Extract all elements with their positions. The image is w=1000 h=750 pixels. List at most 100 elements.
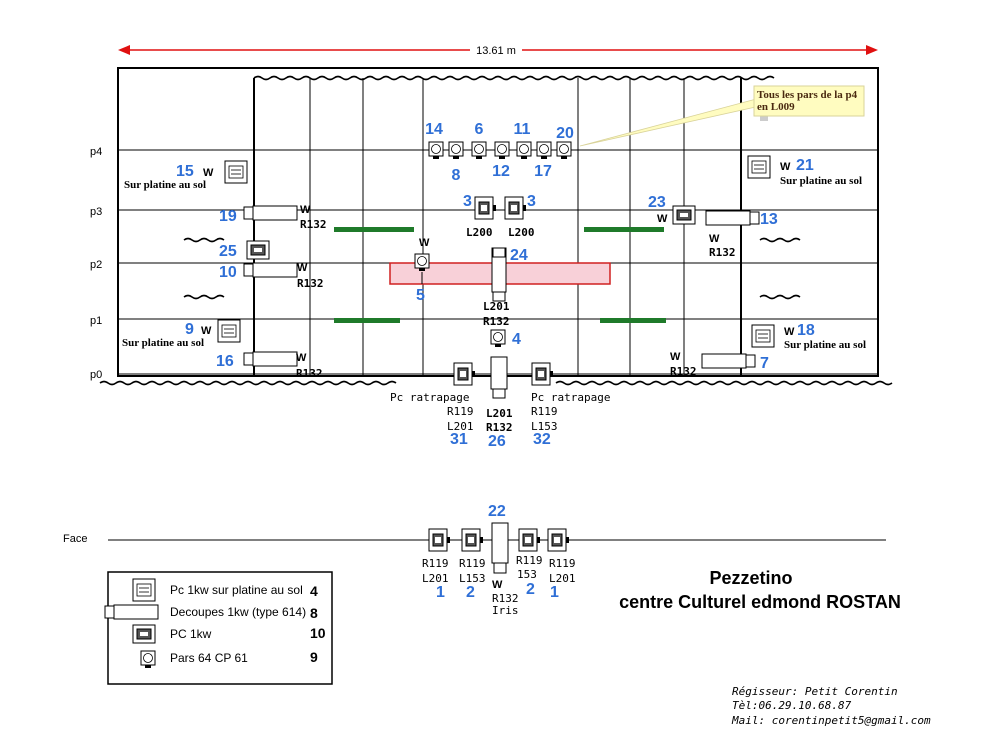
gel-label: R119 [447, 405, 474, 418]
platine-text: Sur platine au sol [122, 337, 204, 349]
decoupe-icon [243, 351, 298, 367]
w-label: W [492, 579, 503, 591]
fixture-number: 3 [463, 193, 472, 210]
fixture-3-right: 3 L200 [504, 193, 536, 239]
gel-label: R132 [670, 365, 697, 378]
gel-label: R119 [459, 557, 486, 570]
par-icon [490, 329, 506, 348]
legend-count: 8 [310, 605, 318, 621]
regisseur-phone: Tèl:06.29.10.68.87 [732, 699, 852, 712]
platine-9: 9 W Sur platine au sol [122, 319, 241, 349]
platine-icon [751, 324, 775, 348]
level-label: p4 [90, 146, 102, 158]
fixture-number: 26 [488, 433, 506, 450]
fixture-3-left: 3 L200 [463, 193, 497, 239]
decoupe-icon [104, 604, 159, 620]
w-label: W [657, 213, 668, 225]
fixture-number: 1 [436, 584, 445, 601]
fixture-number: 7 [760, 355, 769, 372]
fixture-number: 21 [796, 157, 814, 174]
par-icon [140, 650, 156, 669]
green-bar [584, 227, 664, 232]
note-callout: Tous les pars de la p4 en L009 [579, 85, 865, 147]
level-label: p2 [90, 259, 102, 271]
p4-pars: 14 6 11 20 8 12 17 [425, 121, 574, 184]
pc-icon [453, 362, 476, 386]
decoupe-icon [243, 205, 298, 221]
pc-icon [504, 196, 527, 220]
fixture-number: 3 [527, 193, 536, 210]
fixture-number: 8 [452, 167, 461, 184]
gel-label: R132 [300, 218, 327, 231]
par-icon [414, 253, 430, 272]
legend-count: 4 [310, 583, 318, 599]
gel-label: L153 [459, 572, 486, 585]
fixture-16: 16 W R132 [216, 351, 323, 380]
pc-icon [132, 624, 156, 644]
fixture-number: 24 [510, 247, 528, 264]
fixture-number: 31 [450, 431, 468, 448]
gel-label: R119 [549, 557, 576, 570]
decoupe-icon [705, 210, 760, 226]
regisseur-name: Régisseur: Petit Corentin [732, 685, 898, 698]
gel-label: R132 [296, 367, 323, 380]
fixture-10: 10 W R132 [219, 262, 324, 290]
gel-label: R132 [492, 592, 519, 605]
par-icon [471, 141, 487, 160]
fixture-number: 20 [556, 125, 574, 142]
fixture-number: 19 [219, 208, 237, 225]
fixture-number: 15 [176, 163, 194, 180]
w-label: W [203, 167, 214, 179]
plan-subtitle: centre Culturel edmond ROSTAN [619, 592, 901, 612]
w-label: W [297, 262, 308, 274]
gel-label: R132 [486, 421, 513, 434]
gel-label: L200 [508, 226, 535, 239]
w-label: W [780, 161, 791, 173]
platine-18: W 18 Sur platine au sol [751, 322, 866, 351]
fixture-number: 13 [760, 211, 778, 228]
w-label: W [419, 237, 430, 249]
platine-text: Sur platine au sol [124, 179, 206, 191]
platine-15: 15 W Sur platine au sol [124, 160, 248, 191]
fixture-number: 1 [550, 584, 559, 601]
fixture-19: 19 W R132 [219, 204, 327, 231]
legend-label: Pars 64 CP 61 [170, 651, 248, 665]
fixture-number: 32 [533, 431, 551, 448]
pc-ratrapage-label: Pc ratrapage [531, 391, 610, 404]
note-line1: Tous les pars de la p4 [757, 89, 858, 101]
level-label: p1 [90, 315, 102, 327]
gel-label: L201 [549, 572, 576, 585]
par-icon [536, 141, 552, 160]
fixture-32: Pc ratrapage R119 L153 32 [531, 362, 610, 448]
decoupe-icon [701, 353, 756, 369]
level-labels: p4 p3 p2 p1 p0 [90, 146, 102, 381]
gel-label: R119 [516, 554, 543, 567]
par-icon [448, 141, 464, 160]
dimension-arrow: 13.61 m [118, 43, 878, 57]
face-row: Face 22 R119 L201 1 R119 L153 2 W R132 I… [63, 503, 886, 617]
w-label: W [296, 352, 307, 364]
level-label: p3 [90, 206, 102, 218]
w-label: W [201, 325, 212, 337]
stage-verticals [309, 78, 685, 376]
fixture-24: 24 L201 R132 [483, 247, 528, 328]
pc-icon [246, 240, 270, 260]
gel-label: R119 [422, 557, 449, 570]
pc-ratrapage-label: Pc ratrapage [390, 391, 469, 404]
pc-icon [461, 528, 484, 552]
gel-label: L200 [466, 226, 493, 239]
fixture-26: L201 R132 26 [486, 356, 513, 450]
fixture-5: W 5 [414, 237, 430, 304]
fixture-number: 10 [219, 264, 237, 281]
platine-icon [747, 155, 771, 179]
fixture-number: 17 [534, 163, 552, 180]
gel-label: R132 [709, 246, 736, 259]
fixture-number: 5 [416, 287, 425, 304]
par-icon [428, 141, 444, 160]
pc-icon [428, 528, 451, 552]
fixture-31: Pc ratrapage R119 L201 31 [390, 362, 476, 448]
fixture-number: 2 [526, 581, 535, 598]
regisseur-email: Mail: corentinpetit5@gmail.com [731, 714, 931, 727]
fixture-number: 23 [648, 194, 666, 211]
fixture-number: 22 [488, 503, 506, 520]
